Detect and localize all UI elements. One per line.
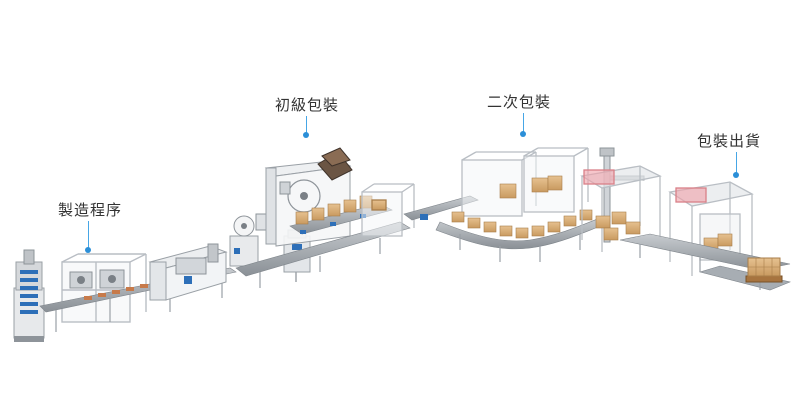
primary-packaging-equipment (229, 147, 479, 288)
stage-label-primary-packaging: 初級包裝 (275, 96, 340, 114)
filling-machine (13, 249, 45, 342)
manufacturing-mechanism (69, 269, 125, 289)
case-packer-frame (361, 183, 415, 237)
labeling-machine (229, 213, 267, 267)
leader-line-primary-packaging (306, 116, 307, 134)
leader-line-secondary-packaging (523, 113, 524, 133)
marker-dot-manufacturing (85, 247, 91, 253)
secondary-boxes-in-frame (499, 175, 563, 199)
stage-label-manufacturing: 製造程序 (58, 201, 123, 219)
cartoner-machine (148, 243, 228, 301)
marker-dot-shipping (733, 172, 739, 178)
palletizer-stack (595, 211, 641, 241)
leader-line-manufacturing (88, 221, 89, 249)
wrapping-frame (461, 147, 589, 217)
finished-pallet (745, 257, 783, 283)
leader-line-shipping (736, 152, 737, 174)
marker-dot-secondary-packaging (520, 131, 526, 137)
secondary-packaging-equipment (435, 147, 607, 262)
stage-label-secondary-packaging: 二次包裝 (487, 93, 552, 111)
stage-label-shipping: 包裝出貨 (697, 132, 762, 150)
marker-dot-primary-packaging (303, 132, 309, 138)
secondary-curved-conveyor (435, 209, 607, 262)
palletizer-frame (580, 165, 662, 252)
shipping-equipment (580, 147, 792, 291)
manufacturing-equipment (13, 243, 237, 342)
